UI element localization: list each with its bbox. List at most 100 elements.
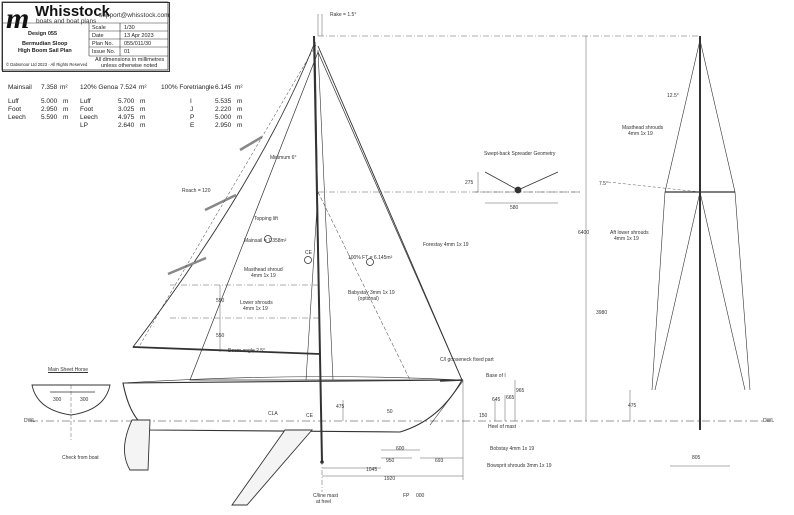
genoa-row-value: 3.025 xyxy=(118,106,135,113)
dim-645: 645 xyxy=(492,397,501,403)
rv-masthead-shroud-label: Masthead shrouds xyxy=(622,125,664,131)
foretriangle-area: 6.145 xyxy=(215,84,232,91)
bobstay-label: Bobstay 4mm 1x 19 xyxy=(490,446,535,452)
keel xyxy=(231,429,313,506)
dim-300-right: 300 xyxy=(80,397,89,403)
foretriangle-unit: m² xyxy=(235,84,243,91)
dim-693: 693 xyxy=(435,458,444,464)
fp-label: FP xyxy=(403,493,410,499)
foretriangle-row-value: 2.220 xyxy=(215,106,232,113)
genoa-area: 7.524 xyxy=(120,84,137,91)
masthead-shroud-label: Masthead shroud xyxy=(244,267,283,273)
dim-550-lower: 550 xyxy=(216,333,225,339)
rv-aft-lower-label: Aft lower shrouds xyxy=(610,230,649,236)
genoa-row-unit: m xyxy=(140,122,146,129)
dim-150: 150 xyxy=(479,413,488,419)
dim-965: 965 xyxy=(516,388,525,394)
babystay-label: Babystay 3mm 1x 19 xyxy=(348,290,395,296)
foretriangle-row-name: J xyxy=(190,106,194,113)
rv-angle-label: 12.5° xyxy=(667,93,679,99)
scale-value: 1/30 xyxy=(124,25,135,31)
genoa-label: 120% Genoa xyxy=(80,84,118,91)
date-label: Date xyxy=(92,33,104,39)
dim-805: 805 xyxy=(692,455,701,461)
front-view-masthead-shroud xyxy=(664,39,701,193)
rv-aft-lower-spec: 4mm 1x 19 xyxy=(614,236,639,242)
foretriangle-row-unit: m xyxy=(237,114,243,121)
mainsail-row-unit: m xyxy=(63,98,69,105)
foretriangle-row-value: 5.000 xyxy=(215,114,232,121)
genoa-row-unit: m xyxy=(140,114,146,121)
dim-550: 550 xyxy=(216,298,225,304)
foretriangle-row-unit: m xyxy=(237,106,243,113)
rudder xyxy=(124,419,151,471)
mainsail-unit: m² xyxy=(60,84,68,91)
genoa-row-value: 5.700 xyxy=(118,98,135,105)
design-number: Design 055 xyxy=(28,31,58,37)
brand-tagline: boats and boat plans xyxy=(36,18,97,25)
dim-6400: 6400 xyxy=(578,230,590,236)
mainsail-row-unit: m xyxy=(63,114,69,121)
mainsail-row-name: Foot xyxy=(8,106,22,113)
dwl-left-label: DWL xyxy=(24,418,36,424)
genoa-row-name: Foot xyxy=(80,106,94,113)
genoa-row-name: Luff xyxy=(80,98,91,105)
mainsail-row-name: Leech xyxy=(8,114,26,121)
foretriangle-row-name: P xyxy=(190,114,195,121)
horse-transom xyxy=(31,384,111,416)
issue-value: 01 xyxy=(124,49,131,55)
genoa-unit: m² xyxy=(139,84,147,91)
mainsail-row-unit: m xyxy=(63,106,69,113)
dim-3980: 3980 xyxy=(596,310,608,316)
mainsail-area-label: Mainsail = 7.358m² xyxy=(244,238,287,244)
mainsail-area: 7.358 xyxy=(41,84,58,91)
ft-area-label: 100% FT = 6.145m² xyxy=(348,255,393,261)
dim-600: 600 xyxy=(396,446,405,452)
dim-950: 950 xyxy=(386,458,395,464)
batten xyxy=(239,135,263,152)
main-sheet-horse-title: Main Sheet Horse xyxy=(48,367,89,373)
sheer-line xyxy=(122,376,463,384)
foretriangle-row-unit: m xyxy=(237,98,243,105)
gooseneck-label: C/l gooseneck fixed part xyxy=(440,357,494,363)
cline-mast-label: C/line mast xyxy=(313,493,339,499)
units-note-line2: unless otherwise noted xyxy=(101,63,158,69)
plan-value: 055/011/30 xyxy=(124,41,152,47)
cline-heel-label: at heel xyxy=(316,499,332,505)
lower-shrouds-spec: 4mm 1x 19 xyxy=(243,306,268,312)
design-name-line1: Bermudian Sloop xyxy=(22,41,68,47)
units-note-line1: All dimensions in millimetres xyxy=(95,57,165,63)
title-block: m Whisstock boats and boat plans support… xyxy=(2,2,170,72)
rv-masthead-shroud-spec: 4mm 1x 19 xyxy=(628,131,653,137)
spreader-angle-label: 7.5° xyxy=(599,181,608,187)
foretriangle-row-value: 2.950 xyxy=(215,122,232,129)
babystay xyxy=(317,191,411,381)
support-email[interactable]: support@whisstock.com xyxy=(99,12,170,19)
topping-lift-label: Topping lift xyxy=(254,216,278,222)
babystay-note: (optional) xyxy=(358,296,379,302)
minimum-angle-label: Minimum 6° xyxy=(270,155,297,161)
date-value: 13 Apr 2023 xyxy=(124,33,154,39)
bobstay xyxy=(429,380,464,426)
copyright: © Dabsmoor Ltd 2023 · All Rights Reserve… xyxy=(6,62,88,67)
heel-of-mast-label: Heel of mast xyxy=(488,424,517,430)
brand-name: Whisstock xyxy=(35,3,111,20)
roach-label: Roach = 120 xyxy=(182,188,211,194)
brand-logo: m xyxy=(6,2,29,35)
genoa-row-value: 2.640 xyxy=(118,122,135,129)
topping-lift xyxy=(139,44,317,346)
foretriangle-row-name: E xyxy=(190,122,195,129)
ce-hull-label: CE xyxy=(306,413,313,419)
dim-275: 275 xyxy=(465,180,474,186)
dim-475: 475 xyxy=(336,404,345,410)
check-from-boat-label: Check from boat xyxy=(62,455,99,461)
genoa-row-value: 4.975 xyxy=(118,114,135,121)
foretriangle-label: 100% Foretriangle xyxy=(161,84,215,91)
scale-label: Scale xyxy=(92,25,106,31)
batten xyxy=(167,256,207,276)
dim-1920: 1920 xyxy=(384,476,396,482)
issue-label: Issue No. xyxy=(92,49,116,55)
lower-shroud xyxy=(305,191,319,381)
